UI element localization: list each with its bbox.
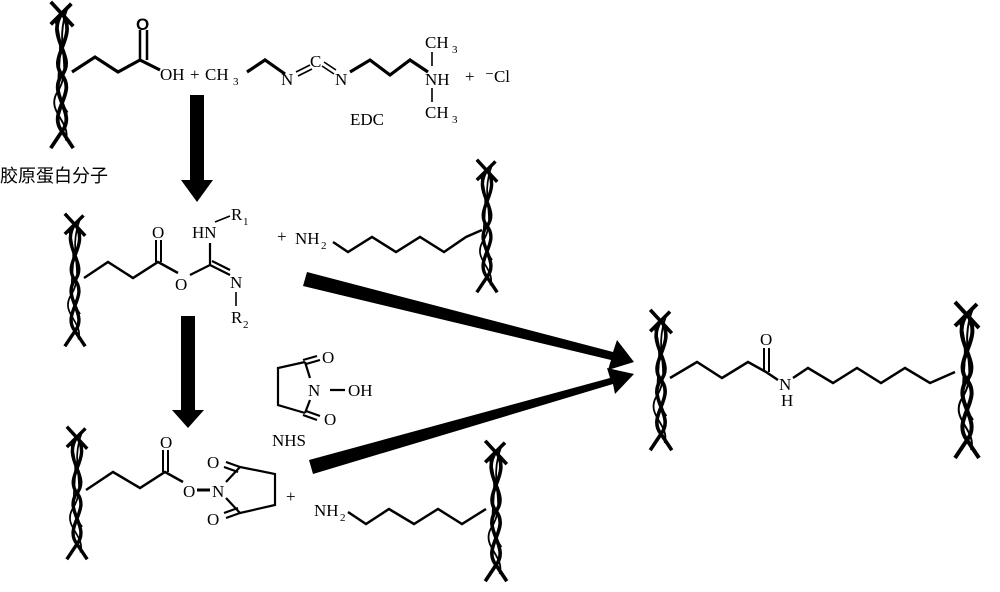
- plus-sign: +: [190, 65, 200, 84]
- diagonal-arrow-1: [303, 272, 634, 370]
- n-label: N: [779, 375, 791, 394]
- down-arrow-2: [172, 316, 204, 428]
- nhs-ester-chain: [85, 470, 184, 492]
- o-label: O: [322, 348, 334, 367]
- o-label: O: [207, 453, 219, 472]
- carboxyl-chain: [71, 55, 161, 74]
- subscript: 2: [340, 512, 346, 524]
- collagen-helix-1: [48, 0, 76, 151]
- n-label: N: [230, 273, 242, 292]
- down-arrow-1: [181, 95, 213, 202]
- o-label: O: [175, 275, 187, 294]
- o-label: O: [324, 410, 336, 429]
- o-label: O: [152, 223, 164, 242]
- product-chain-left: [669, 360, 779, 382]
- nh2-label: NH: [314, 501, 339, 520]
- collagen-helix-2: [62, 211, 88, 349]
- subscript: 3: [452, 114, 458, 126]
- o-label: O: [760, 330, 772, 349]
- n-label: N: [212, 482, 224, 501]
- r1-label: R: [231, 205, 243, 224]
- n-label: N: [335, 70, 347, 89]
- subscript: 1: [243, 216, 249, 228]
- diagonal-arrow-2: [309, 368, 634, 474]
- intermediate-chain: [83, 260, 179, 280]
- amide-carbonyl: [763, 348, 770, 372]
- r2-label: R: [231, 308, 243, 327]
- plus-sign: +: [277, 227, 287, 246]
- nh-label: NH: [425, 70, 450, 89]
- amine-chain: [332, 228, 483, 254]
- product-helix-left: [648, 307, 674, 453]
- oh-label: OH: [160, 65, 185, 84]
- plus-sign: +: [465, 67, 475, 86]
- r1-bond: [214, 215, 231, 223]
- h-label: H: [781, 391, 793, 410]
- double-bond: [321, 61, 337, 75]
- ch3-label: CH: [205, 65, 229, 84]
- o-label: O: [136, 15, 149, 34]
- ch3-bottom: CH: [425, 103, 449, 122]
- edc-label: EDC: [350, 110, 384, 129]
- ethyl-chain: [246, 58, 286, 76]
- isourea-bonds: [189, 243, 231, 276]
- carbonyl-bond: [138, 30, 149, 60]
- nhs-ring: [276, 354, 345, 422]
- chloride-label: ⁻Cl: [485, 67, 510, 86]
- subscript: 2: [321, 240, 327, 252]
- product-helix-right: [955, 302, 979, 458]
- o-label: O: [183, 482, 195, 501]
- carbonyl-bond: [155, 240, 162, 262]
- oh-label: OH: [348, 381, 373, 400]
- n-label: N: [281, 70, 293, 89]
- collagen-helix-3: [64, 424, 90, 562]
- collagen-helix-amine-2: [483, 438, 509, 584]
- c-label: C: [310, 52, 321, 71]
- propyl-chain: [349, 58, 429, 77]
- nhs-label: NHS: [272, 431, 306, 450]
- subscript: 3: [233, 76, 239, 88]
- o-label: O: [160, 433, 172, 452]
- subscript: 2: [243, 319, 249, 331]
- carbonyl-bond: [162, 450, 169, 472]
- succinimide-ring: [223, 460, 277, 520]
- hn-label: HN: [192, 223, 217, 242]
- n-label: N: [308, 381, 320, 400]
- collagen-helix-amine-1: [474, 157, 500, 295]
- collagen-label: 胶原蛋白分子: [0, 166, 108, 187]
- o-label: O: [207, 510, 219, 529]
- ch3-top: CH: [425, 33, 449, 52]
- subscript: 3: [452, 44, 458, 56]
- nh2-label: NH: [295, 229, 320, 248]
- amine-chain: [347, 507, 487, 526]
- double-bond: [295, 64, 313, 77]
- product-chain-right: [792, 366, 956, 385]
- plus-sign: +: [286, 487, 296, 506]
